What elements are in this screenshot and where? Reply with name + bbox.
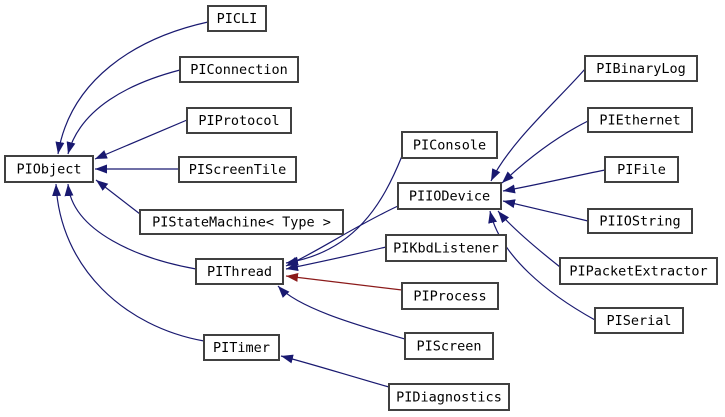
node-box-PIKbdListener: [385, 234, 507, 262]
node-label-PIThread: PIThread: [207, 264, 272, 280]
node-box-PIObject: [4, 155, 94, 183]
node-box-PISerial: [594, 307, 684, 334]
node-label-PIKbdListener: PIKbdListener: [393, 241, 499, 257]
node-label-PIStateMachine: PIStateMachine< Type >: [152, 215, 331, 231]
node-box-PIConsole: [401, 131, 498, 159]
node-box-PIFile: [604, 156, 679, 183]
node-box-PITimer: [203, 334, 280, 361]
edge-PIScreen-to-PIThread: [277, 285, 406, 340]
node-PIObject[interactable]: PIObject: [4, 155, 94, 183]
node-label-PIScreenTile: PIScreenTile: [189, 162, 287, 178]
node-box-PIDiagnostics: [388, 383, 510, 411]
node-PIScreen[interactable]: PIScreen: [404, 332, 494, 360]
node-PIBinaryLog[interactable]: PIBinaryLog: [584, 55, 698, 82]
edge-PIConnection-to-PIObject: [66, 69, 181, 155]
node-label-PIScreen: PIScreen: [416, 339, 481, 355]
edge-PIIOString-to-PIIODevice: [502, 199, 589, 222]
node-label-PIIODevice: PIIODevice: [409, 189, 490, 205]
node-PIThread[interactable]: PIThread: [195, 258, 284, 285]
node-label-PIFile: PIFile: [617, 162, 666, 178]
edge-PIProtocol-to-PIObject: [94, 119, 188, 160]
node-label-PIBinaryLog: PIBinaryLog: [596, 61, 685, 77]
node-label-PIEthernet: PIEthernet: [599, 113, 680, 129]
edge-PIDiagnostics-to-PITimer: [280, 354, 390, 388]
nodes-layer: PIObject PICLI PIConnectionPIProtocolPIScr…: [4, 5, 718, 411]
edge-PIProcess-to-PIThread: [285, 272, 403, 291]
node-box-PIIOString: [587, 208, 693, 234]
edge-PIEthernet-to-PIIODevice: [501, 120, 589, 184]
edge-PISerial-to-PIIODevice: [488, 210, 596, 321]
node-label-PICLI: PICLI: [217, 11, 258, 27]
node-PIKbdListener[interactable]: PIKbdListener: [385, 234, 507, 262]
node-box-PIProcess: [401, 282, 499, 310]
edge-PIFile-to-PIIODevice: [502, 169, 606, 194]
node-PITimer[interactable]: PITimer: [203, 334, 280, 361]
node-label-PISerial: PISerial: [606, 313, 671, 329]
node-PIStateMachine[interactable]: PIStateMachine< Type >: [139, 209, 344, 235]
edge-PIThread-to-PIObject: [64, 183, 197, 270]
node-PIProcess[interactable]: PIProcess: [401, 282, 499, 310]
node-box-PIStateMachine: [139, 209, 344, 235]
edge-PIConsole-to-PIThread: [285, 155, 403, 266]
node-label-PIIOString: PIIOString: [599, 214, 680, 230]
node-box-PIThread: [195, 258, 284, 285]
node-box-PIIODevice: [397, 182, 502, 210]
node-box-PIProtocol: [186, 107, 292, 134]
node-box-PIBinaryLog: [584, 55, 698, 82]
node-label-PIConsole: PIConsole: [413, 138, 486, 154]
node-PIFile[interactable]: PIFile: [604, 156, 679, 183]
edges-layer: [52, 21, 606, 388]
node-PIDiagnostics[interactable]: PIDiagnostics: [388, 383, 510, 411]
edge-PIKbdListener-to-PIThread: [285, 246, 387, 271]
node-box-PIConnection: [179, 56, 299, 83]
node-PIEthernet[interactable]: PIEthernet: [587, 107, 693, 133]
node-PIProtocol[interactable]: PIProtocol: [186, 107, 292, 134]
node-box-PICLI: [207, 5, 267, 32]
node-label-PIProtocol: PIProtocol: [198, 113, 279, 129]
node-PIIODevice[interactable]: PIIODevice: [397, 182, 502, 210]
node-label-PIConnection: PIConnection: [190, 62, 288, 78]
edge-PITimer-to-PIObject: [52, 183, 205, 342]
node-PISerial[interactable]: PISerial: [594, 307, 684, 334]
node-box-PIEthernet: [587, 107, 693, 133]
edge-PIPacketExtractor-to-PIIODevice: [497, 210, 561, 268]
node-PICLI[interactable]: PICLI: [207, 5, 267, 32]
edge-PIIODevice-to-PIThread: [285, 205, 399, 267]
node-box-PIPacketExtractor: [559, 257, 718, 285]
node-PIScreenTile[interactable]: PIScreenTile: [178, 156, 297, 183]
node-PIPacketExtractor[interactable]: PIPacketExtractor: [559, 257, 718, 285]
node-box-PIScreen: [404, 332, 494, 360]
edge-PIBinaryLog-to-PIIODevice: [490, 68, 586, 182]
node-PIConsole[interactable]: PIConsole: [401, 131, 498, 159]
edge-PICLI-to-PIObject: [55, 21, 209, 155]
node-label-PIPacketExtractor: PIPacketExtractor: [569, 264, 707, 280]
node-label-PIDiagnostics: PIDiagnostics: [396, 390, 502, 406]
node-label-PIObject: PIObject: [16, 162, 81, 178]
node-label-PIProcess: PIProcess: [413, 289, 486, 305]
node-box-PIScreenTile: [178, 156, 297, 183]
node-PIConnection[interactable]: PIConnection: [179, 56, 299, 83]
node-PIIOString[interactable]: PIIOString: [587, 208, 693, 234]
edge-PIStateMachine-to-PIObject: [95, 179, 141, 215]
node-label-PITimer: PITimer: [213, 340, 270, 356]
